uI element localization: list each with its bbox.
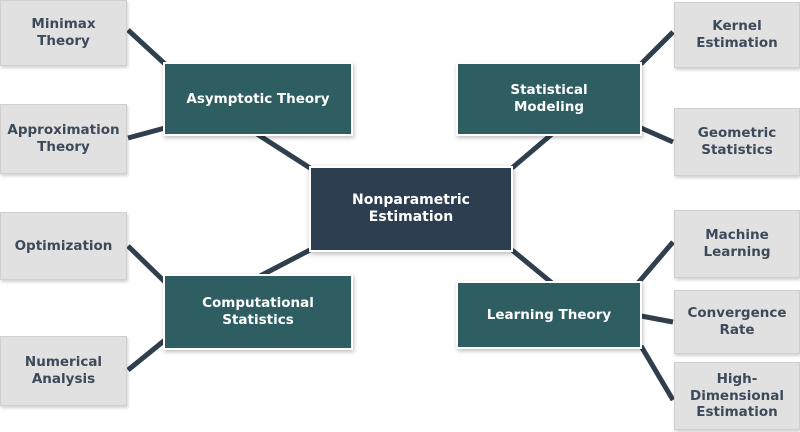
link-learning-machine [636, 240, 675, 285]
link-root-statistical [510, 132, 554, 170]
node-computational-statistics: Computational Statistics [163, 274, 353, 350]
link-learning-highdim [638, 344, 676, 402]
link-root-computational [258, 247, 312, 279]
link-computational-numerical [126, 338, 167, 372]
node-minimax-theory: Minimax Theory [0, 0, 127, 66]
node-machine-learning: Machine Learning [674, 210, 800, 278]
node-kernel-estimation: Kernel Estimation [674, 2, 800, 68]
link-asymptotic-minimax [126, 28, 167, 66]
link-statistical-geometric [639, 125, 675, 145]
node-optimization: Optimization [0, 212, 127, 280]
node-approximation-theory: Approximation Theory [0, 104, 127, 174]
node-statistical-modeling: Statistical Modeling [456, 62, 642, 136]
link-root-asymptotic [255, 131, 312, 171]
node-convergence-rate: Convergence Rate [674, 290, 800, 354]
link-root-learning [510, 248, 554, 285]
node-nonparametric-estimation: Nonparametric Estimation [309, 166, 513, 252]
node-learning-theory: Learning Theory [456, 281, 642, 349]
node-high-dimensional-estimation: High- Dimensional Estimation [674, 362, 800, 430]
node-geometric-statistics: Geometric Statistics [674, 108, 800, 176]
node-numerical-analysis: Numerical Analysis [0, 336, 127, 406]
link-statistical-kernel [639, 30, 675, 66]
link-learning-convergence [640, 313, 674, 325]
node-asymptotic-theory: Asymptotic Theory [163, 62, 353, 136]
link-asymptotic-approximation [127, 125, 166, 141]
link-computational-optimization [126, 244, 167, 284]
